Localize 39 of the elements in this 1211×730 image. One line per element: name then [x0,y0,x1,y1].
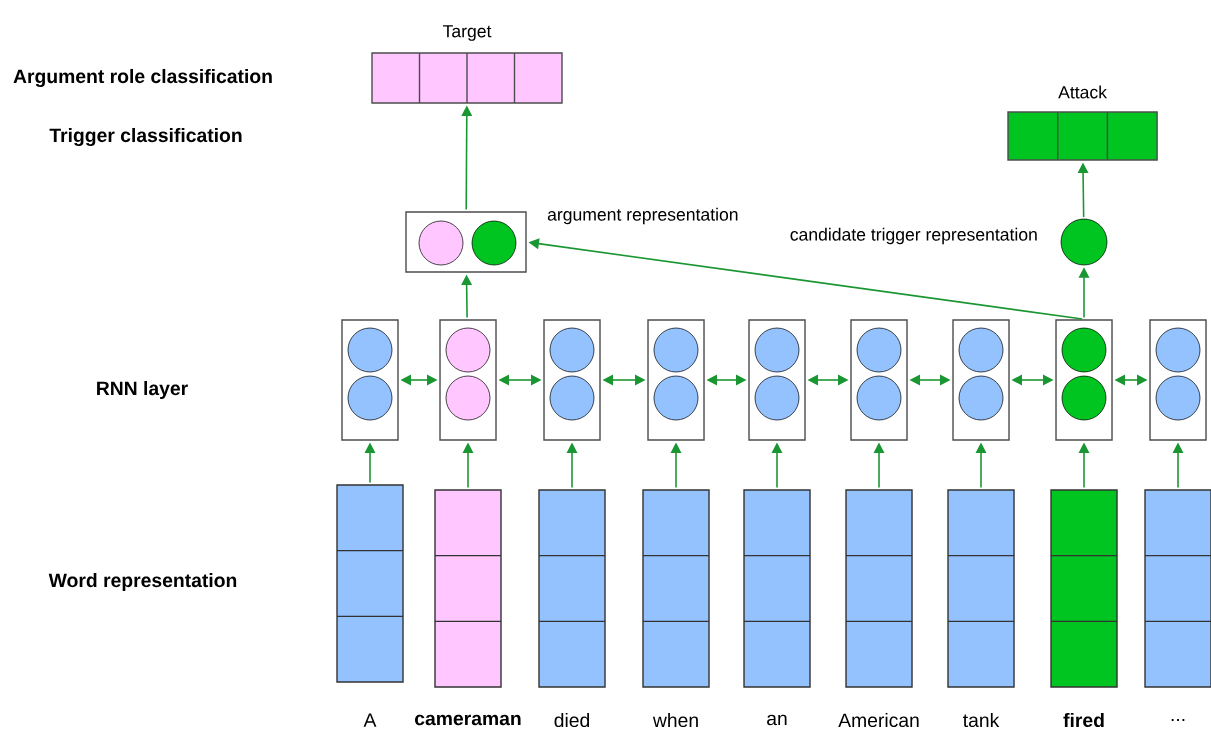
rnn-cell [748,319,806,441]
layer-label: RNN layer [97,381,188,399]
rnn-cell [1149,319,1207,441]
word-vector [434,489,502,688]
rnn-cell [1055,319,1113,441]
rnn-cell [952,319,1010,441]
layer-label: Word representation [48,573,237,591]
word-vector [642,489,710,688]
argument-box [405,211,527,273]
rnn-cell [647,319,705,441]
node-label: Target [442,25,492,41]
word: cameraman [415,714,521,726]
trigger-circle [1060,218,1108,266]
word: died [554,712,590,728]
layer-label: Argument role classification [13,68,272,88]
output-vector: Attack [1007,85,1158,161]
output-vector: Target [371,25,563,104]
word: tank [963,712,1000,728]
word: ... [1171,719,1185,722]
word: American [838,712,919,728]
word-vector [947,489,1015,688]
annotation: argument representation [547,207,738,225]
word: when [652,712,698,728]
word-vector [336,484,404,683]
rnn-cell [543,319,601,441]
node-label: Attack [1058,85,1108,99]
word-vector [1050,489,1118,688]
rnn-cell [850,319,908,441]
word-vector [1144,489,1211,688]
word-vector [743,489,811,688]
rnn-cell [341,319,399,441]
word: A [363,713,377,727]
annotation: candidate trigger representation [790,227,1037,245]
word-vector [538,489,606,688]
layer-label: Trigger classification [49,127,242,147]
rnn-cell [439,319,497,441]
word: fired [1063,712,1104,728]
word: an [767,714,787,726]
word-vector [845,489,913,688]
